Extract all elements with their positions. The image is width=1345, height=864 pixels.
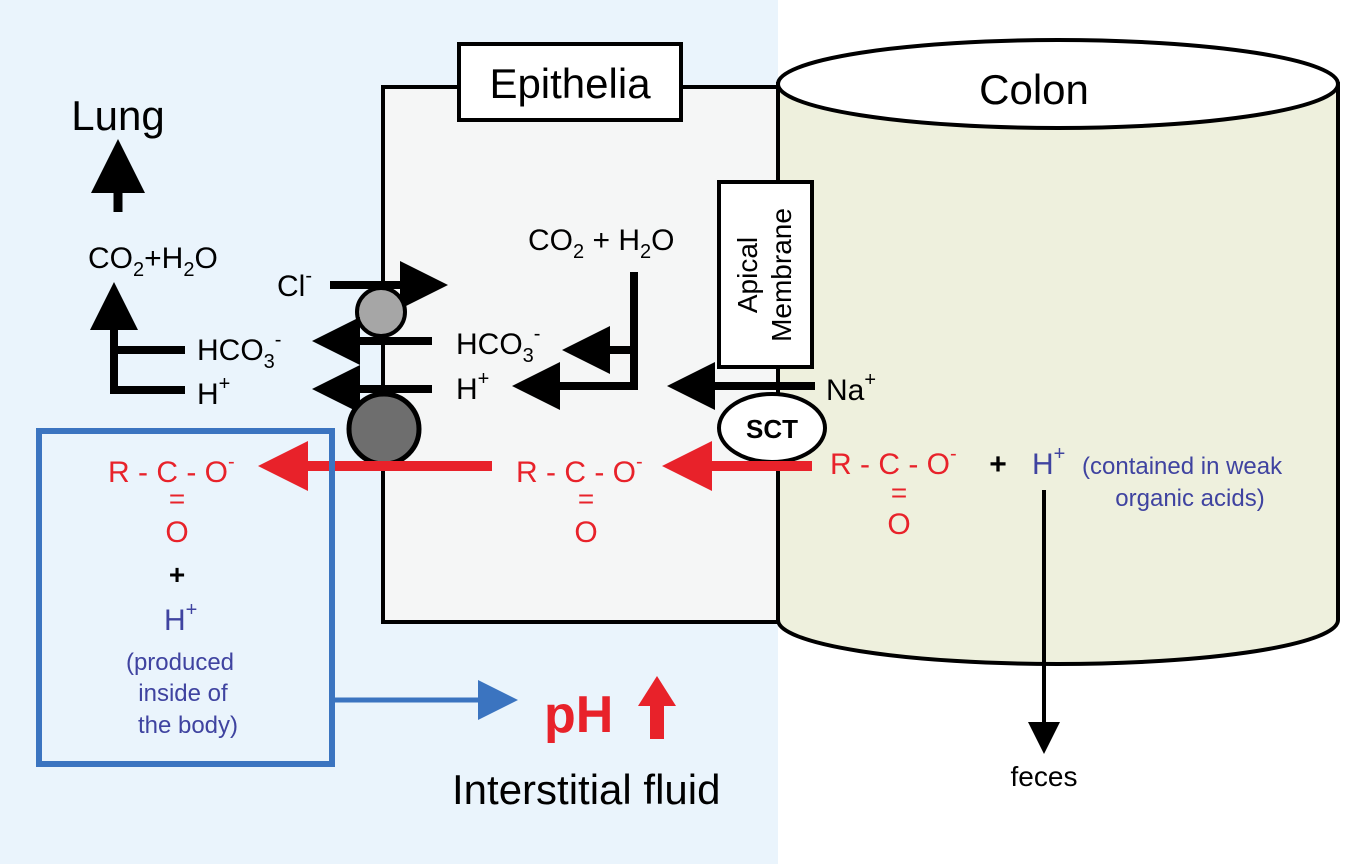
box-anion: R - C - O- (108, 451, 235, 489)
cl-hco3-exchanger (355, 286, 407, 338)
interstitial-fluid-label: Interstitial fluid (452, 766, 720, 813)
colon-organic-acid: R - C - O- = O + H+ (contained in weak o… (830, 443, 1283, 541)
box-plus: + (169, 559, 185, 590)
cell-anion: R - C - O- (516, 451, 643, 489)
box-oxygen: O (165, 516, 188, 549)
box-note-line3: the body) (138, 712, 238, 739)
sct-label: SCT (746, 414, 798, 444)
colon-h-note-line1: (contained in weak (1082, 453, 1283, 480)
h-left-label: H+ (197, 373, 230, 411)
co2-h2o-left: CO2+H2O (88, 242, 218, 281)
left-collector (90, 282, 185, 394)
colon-h: H+ (1032, 443, 1065, 481)
ph-up-arrow-icon (638, 676, 676, 739)
apical-label-line2: Membrane (766, 208, 797, 342)
box-note-line2: inside of (138, 680, 228, 707)
ph-label: pH (544, 686, 613, 744)
box-double-bond: = (169, 483, 185, 514)
epithelia-label: Epithelia (489, 60, 651, 107)
feces-label: feces (1011, 761, 1078, 792)
colon-h-note-line2: organic acids) (1115, 485, 1264, 512)
epithelial-cell (381, 85, 780, 624)
epithelia-label-box (457, 42, 683, 122)
co2-h2o-right: CO2 + H2O (528, 224, 674, 263)
box-note-line1: (produced (126, 649, 234, 676)
colon-plus: + (989, 448, 1007, 481)
na-label: Na+ (826, 369, 876, 407)
hco3-cell-label: HCO3- (456, 323, 540, 367)
h-transporter (346, 391, 422, 467)
colon-label: Colon (979, 66, 1089, 113)
cl-label: Cl- (277, 265, 312, 303)
apical-membrane-box (717, 180, 814, 369)
lung-label: Lung (71, 92, 164, 139)
colon-oxygen: O (887, 508, 910, 541)
hco3-left-label: HCO3- (197, 329, 281, 373)
cell-oxygen: O (574, 516, 597, 549)
colon-double-bond: = (891, 477, 907, 508)
interstitial-organic-anion: R - C - O- = O + H+ (produced inside of … (108, 451, 238, 739)
box-h: H+ (164, 599, 197, 637)
colon-anion: R - C - O- (830, 443, 957, 481)
colon-cylinder (776, 38, 1340, 666)
interstitial-acid-box (36, 428, 335, 767)
h-cell-label: H+ (456, 368, 489, 406)
cell-organic-anion: R - C - O- = O (516, 451, 643, 549)
apical-label-line1: Apical (732, 237, 763, 313)
cell-double-bond: = (578, 483, 594, 514)
cell-carbonic-branch (512, 272, 638, 410)
